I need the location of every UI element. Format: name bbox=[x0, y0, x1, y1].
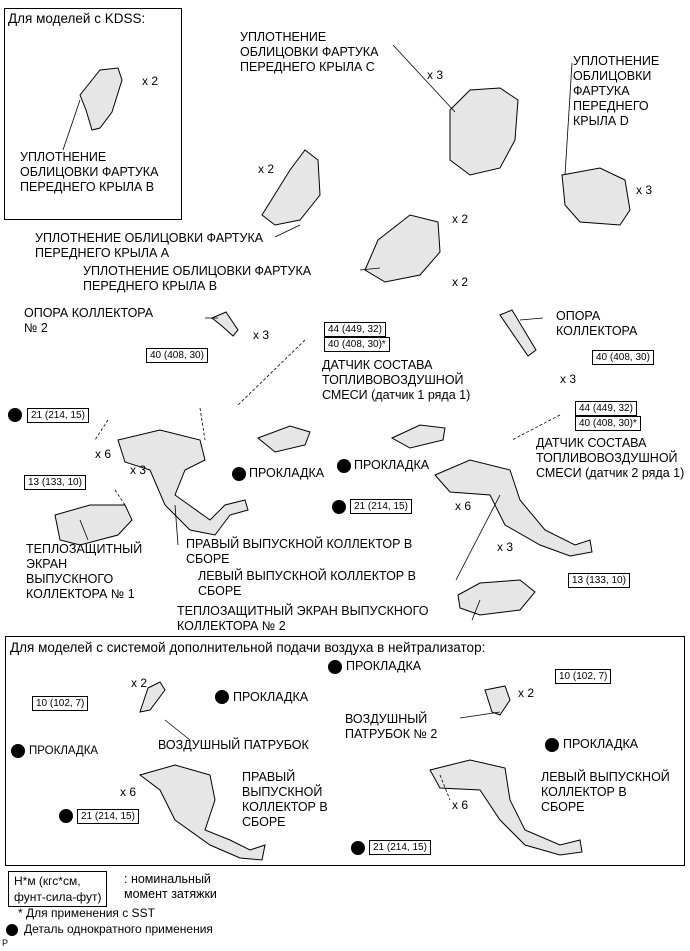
air-lh-nuts-qty: x 6 bbox=[452, 798, 469, 812]
seal-b-part bbox=[364, 214, 441, 283]
seal-d-label: УПЛОТНЕНИЕ ОБЛИЦОВКИ ФАРТУКА ПЕРЕДНЕГО К… bbox=[573, 54, 660, 128]
air-pipe-2-label: ВОЗДУШНЫЙ ПАТРУБОК № 2 bbox=[345, 712, 438, 741]
manifold-support-qty: x 3 bbox=[560, 372, 577, 386]
non-reusable-dot-3 bbox=[337, 459, 351, 473]
non-reusable-dot-4 bbox=[332, 500, 346, 514]
heat-shield-1-part bbox=[54, 504, 133, 546]
kdss-title: Для моделей с KDSS: bbox=[8, 11, 146, 26]
seal-d-qty: x 3 bbox=[636, 183, 653, 197]
air-pipe-2-part bbox=[484, 685, 511, 716]
af-sensor-2-label: ДАТЧИК СОСТАВА ТОПЛИВОВОЗДУШНОЙ СМЕСИ (д… bbox=[536, 436, 685, 480]
corner-mark: P bbox=[2, 938, 9, 948]
torque-heat-shield-1: 13 (133, 10) bbox=[24, 475, 86, 490]
rh-manifold-label: ПРАВЫЙ ВЫПУСКНОЙ КОЛЛЕКТОР В СБОРЕ bbox=[186, 537, 413, 566]
heat-shield-1-label: ТЕПЛОЗАЩИТНЫЙ ЭКРАН ВЫПУСКНОГО КОЛЛЕКТОР… bbox=[26, 542, 143, 601]
manifold-support-2-label: ОПОРА КОЛЛЕКТОРА № 2 bbox=[24, 306, 154, 335]
torque-heat-shield-2: 13 (133, 10) bbox=[568, 573, 630, 588]
manifold-support-2-part bbox=[211, 311, 239, 337]
seal-b-qty-bottom: x 2 bbox=[452, 275, 469, 289]
seal-b-label: УПЛОТНЕНИЕ ОБЛИЦОВКИ ФАРТУКА ПЕРЕДНЕГО К… bbox=[83, 264, 312, 293]
air-lh-manifold-part bbox=[429, 759, 583, 856]
air-gasket-rh-lower-label: ПРОКЛАДКА bbox=[29, 745, 99, 757]
air-system-title: Для моделей с системой дополнительной по… bbox=[10, 640, 486, 655]
heat-shield-2-label: ТЕПЛОЗАЩИТНЫЙ ЭКРАН ВЫПУСКНОГО КОЛЛЕКТОР… bbox=[177, 604, 429, 633]
legend-unit-box: Н*м (кгс*см, фунт-сила-фут) bbox=[8, 871, 108, 907]
kdss-seal-b-label: УПЛОТНЕНИЕ ОБЛИЦОВКИ ФАРТУКА ПЕРЕДНЕГО К… bbox=[20, 150, 159, 194]
legend-non-reusable: Деталь однократного применения bbox=[24, 922, 213, 936]
non-reusable-dot-6 bbox=[11, 744, 25, 758]
manifold-support-2-qty: x 3 bbox=[253, 328, 270, 342]
manifold-support-label: ОПОРА КОЛЛЕКТОРА bbox=[556, 309, 638, 338]
air-lh-manifold-label: ЛЕВЫЙ ВЫПУСКНОЙ КОЛЛЕКТОР В СБОРЕ bbox=[541, 770, 670, 814]
non-reusable-dot-2 bbox=[232, 467, 246, 481]
air-gasket-lh-upper-label: ПРОКЛАДКА bbox=[346, 659, 422, 673]
seal-a-qty: x 2 bbox=[258, 162, 275, 176]
torque-lh-manifold-nuts: 21 (214, 15) bbox=[350, 499, 412, 514]
torque-air-pipe: 10 (102, 7) bbox=[32, 696, 89, 711]
lh-manifold-label: ЛЕВЫЙ ВЫПУСКНОЙ КОЛЛЕКТОР В СБОРЕ bbox=[198, 569, 416, 598]
air-system-box bbox=[5, 636, 685, 866]
seal-a-part bbox=[261, 149, 321, 226]
torque-manifold-support-2: 40 (408, 30) bbox=[146, 348, 208, 363]
torque-air-lh-nuts: 21 (214, 15) bbox=[369, 840, 431, 855]
lh-manifold-part bbox=[434, 459, 593, 557]
rh-manifold-nuts-qty: x 6 bbox=[95, 447, 112, 461]
torque-af-sensor-1-b: 40 (408, 30)* bbox=[324, 337, 390, 352]
air-rh-manifold-label: ПРАВЫЙ ВЫПУСКНОЙ КОЛЛЕКТОР В СБОРЕ bbox=[242, 770, 328, 829]
gasket-lh-part bbox=[390, 424, 446, 449]
torque-air-pipe-2: 10 (102, 7) bbox=[555, 669, 612, 684]
legend-non-reusable-dot bbox=[6, 924, 18, 936]
air-pipe-2-qty: x 2 bbox=[518, 686, 535, 700]
torque-air-rh-nuts: 21 (214, 15) bbox=[77, 809, 139, 824]
gasket-lh-label: ПРОКЛАДКА bbox=[354, 458, 430, 472]
torque-af-sensor-2-b: 40 (408, 30)* bbox=[575, 416, 641, 431]
non-reusable-dot-9 bbox=[545, 738, 559, 752]
heat-shield-2-qty: x 3 bbox=[497, 540, 514, 554]
torque-manifold-support: 40 (408, 30) bbox=[592, 350, 654, 365]
air-pipe-part bbox=[139, 681, 166, 713]
non-reusable-dot-10 bbox=[351, 841, 365, 855]
non-reusable-dot-7 bbox=[59, 809, 73, 823]
af-sensor-1-label: ДАТЧИК СОСТАВА ТОПЛИВОВОЗДУШНОЙ СМЕСИ (д… bbox=[322, 358, 471, 402]
torque-rh-manifold-nuts: 21 (214, 15) bbox=[27, 408, 89, 423]
non-reusable-dot-5 bbox=[215, 690, 229, 704]
torque-af-sensor-2-a: 44 (449, 32) bbox=[575, 401, 637, 416]
heat-shield-1-qty: x 3 bbox=[130, 463, 147, 477]
air-pipe-qty: x 2 bbox=[131, 676, 148, 690]
seal-d-part bbox=[561, 167, 631, 226]
seal-a-label: УПЛОТНЕНИЕ ОБЛИЦОВКИ ФАРТУКА ПЕРЕДНЕГО К… bbox=[35, 231, 264, 260]
seal-b-qty-top: x 2 bbox=[452, 212, 469, 226]
lh-manifold-nuts-qty: x 6 bbox=[455, 499, 472, 513]
heat-shield-2-part bbox=[457, 579, 536, 616]
gasket-rh-part bbox=[257, 425, 311, 453]
seal-c-part bbox=[449, 87, 519, 176]
air-rh-manifold-part bbox=[138, 764, 266, 861]
air-gasket-rh-upper-label: ПРОКЛАДКА bbox=[233, 690, 309, 704]
kdss-seal-b-part bbox=[79, 67, 123, 131]
seal-c-label: УПЛОТНЕНИЕ ОБЛИЦОВКИ ФАРТУКА ПЕРЕДНЕГО К… bbox=[240, 30, 379, 74]
legend-unit-desc: : номинальный момент затяжки bbox=[124, 872, 217, 901]
air-pipe-label: ВОЗДУШНЫЙ ПАТРУБОК bbox=[158, 738, 309, 752]
air-gasket-lh-lower-label: ПРОКЛАДКА bbox=[563, 737, 639, 751]
legend-sst-note: * Для применения с SST bbox=[18, 906, 155, 920]
seal-c-qty: x 3 bbox=[427, 68, 444, 82]
kdss-inset-box bbox=[4, 8, 182, 220]
rh-manifold-part bbox=[117, 429, 249, 536]
non-reusable-dot-8 bbox=[328, 660, 342, 674]
gasket-rh-label: ПРОКЛАДКА bbox=[249, 466, 325, 480]
manifold-support-part bbox=[499, 309, 537, 357]
non-reusable-dot-1 bbox=[8, 408, 22, 422]
air-rh-nuts-qty: x 6 bbox=[120, 785, 137, 799]
torque-af-sensor-1-a: 44 (449, 32) bbox=[324, 322, 386, 337]
kdss-qty: x 2 bbox=[142, 74, 159, 88]
